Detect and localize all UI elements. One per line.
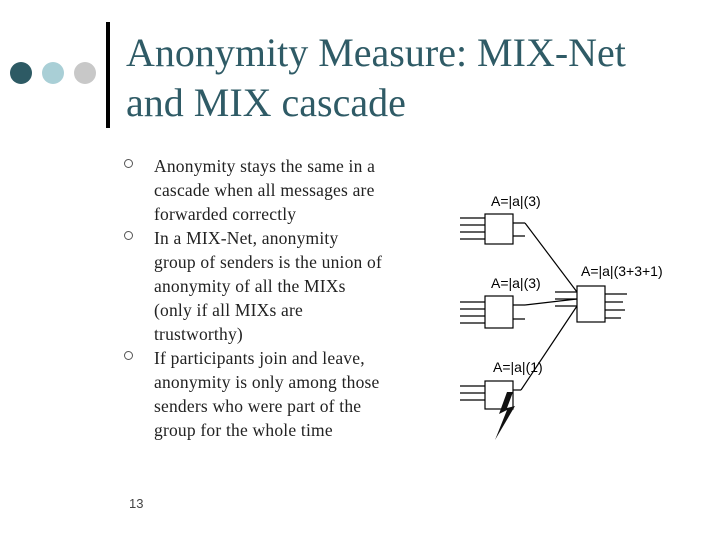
bullet-item: If participants join and leave, anonymit… [124, 346, 384, 442]
diagram-label-bottom: A=|a|(1) [493, 359, 543, 375]
link-bottom-to-right [520, 305, 578, 391]
slide-title: Anonymity Measure: MIX-Net and MIX casca… [126, 28, 706, 128]
mix-box-bottom [460, 380, 521, 410]
bullet-circle-icon [124, 351, 133, 360]
link-top-to-right [524, 222, 578, 293]
mix-network-diagram: A=|a|(3) A=|a|(3) A=|a|(1) A=|a|(3+3+1) [460, 193, 663, 440]
title-divider [106, 22, 110, 128]
link-middle-to-right [524, 298, 578, 306]
title-line-1: Anonymity Measure: MIX-Net [126, 30, 626, 75]
diagram-label-top: A=|a|(3) [491, 193, 541, 209]
bullet-text: Anonymity stays the same in a cascade wh… [154, 156, 376, 224]
lightning-icon [495, 392, 515, 440]
bullet-list: Anonymity stays the same in a cascade wh… [124, 154, 384, 442]
decorative-dots [10, 62, 100, 86]
dot-grey [74, 62, 96, 84]
title-line-2: and MIX cascade [126, 80, 406, 125]
diagram-label-middle: A=|a|(3) [491, 275, 541, 291]
bullet-circle-icon [124, 231, 133, 240]
mix-box-right [555, 285, 627, 323]
diagram-label-right: A=|a|(3+3+1) [581, 263, 663, 279]
bullet-circle-icon [124, 159, 133, 168]
bullet-text: If participants join and leave, anonymit… [154, 348, 380, 440]
bullet-text: In a MIX-Net, anonymity group of senders… [154, 228, 383, 344]
dot-dark [10, 62, 32, 84]
mix-box-middle [460, 295, 525, 329]
bullet-item: In a MIX-Net, anonymity group of senders… [124, 226, 384, 346]
bullet-item: Anonymity stays the same in a cascade wh… [124, 154, 384, 226]
mix-box-top [460, 213, 525, 245]
dot-light [42, 62, 64, 84]
slide-number: 13 [129, 496, 144, 511]
